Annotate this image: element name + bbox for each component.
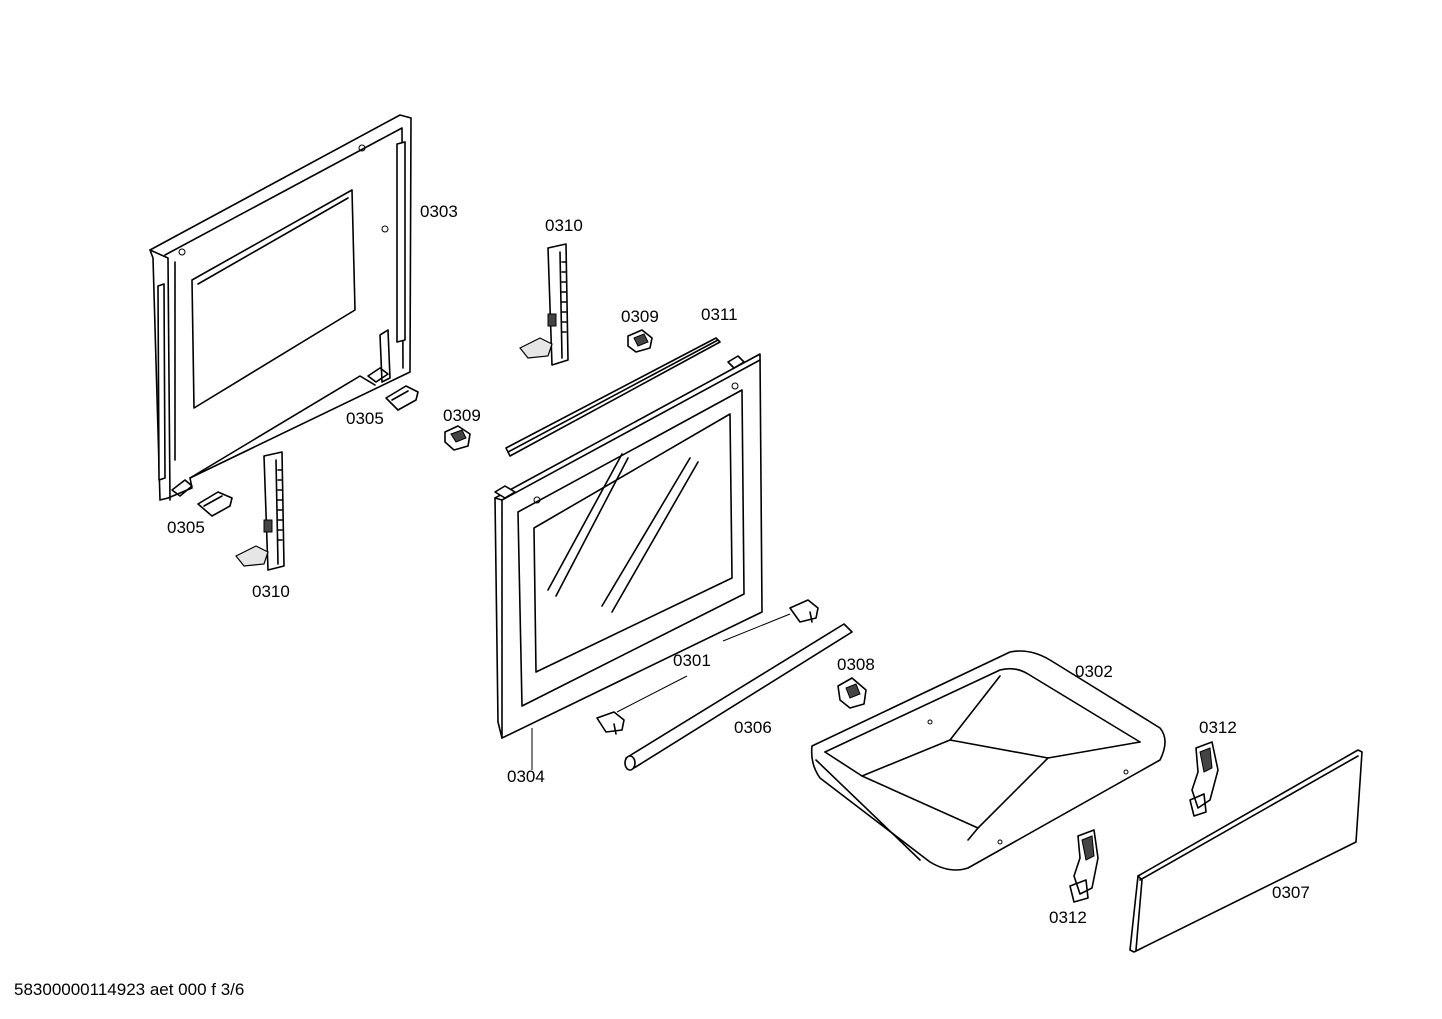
callout-0306: 0306 [734, 718, 772, 737]
part-0310-hinge-bottom [235, 451, 285, 571]
callout-0305-top: 0305 [346, 409, 384, 428]
callout-0312-bottom: 0312 [1049, 908, 1087, 927]
callout-0310-top: 0310 [545, 216, 583, 235]
callout-0307: 0307 [1272, 883, 1310, 902]
callout-0301: 0301 [673, 651, 711, 670]
part-0305-clip-top [385, 385, 419, 411]
leader-0301-right [722, 613, 791, 642]
part-0304-outer-door [494, 353, 763, 770]
callout-0303: 0303 [420, 202, 458, 221]
callout-0304: 0304 [507, 767, 545, 786]
part-0305-clip-bottom [197, 491, 233, 517]
callout-0302: 0302 [1075, 662, 1113, 681]
leader-0301-left [616, 675, 688, 713]
part-0302-drawer-tray [810, 650, 1166, 871]
callout-0311: 0311 [701, 305, 738, 324]
part-0309-clip-top [627, 329, 653, 353]
part-0312-hinge-right [1189, 741, 1219, 817]
callout-0305-bottom: 0305 [167, 518, 205, 537]
document-id-footer: 58300000114923 aet 000 f 3/6 [14, 980, 245, 999]
callout-0308: 0308 [837, 655, 875, 674]
callout-0309-mid: 0309 [443, 406, 481, 425]
part-0301-bracket-right [789, 599, 819, 623]
part-0311-seal-strip [505, 337, 721, 457]
callout-0310-bottom: 0310 [252, 582, 290, 601]
part-0309-clip-mid [444, 425, 471, 451]
part-0306-handle-bar [624, 623, 853, 771]
part-0312-hinge-bottom [1069, 829, 1099, 903]
part-0308-bracket [837, 677, 867, 709]
callout-0309-top: 0309 [621, 307, 659, 326]
part-0301-bracket-left [596, 711, 625, 735]
part-0303-inner-door-frame [149, 114, 412, 501]
part-0307-drawer-front [1129, 749, 1363, 953]
part-0310-hinge-top [519, 243, 569, 366]
callout-0312-right: 0312 [1199, 718, 1237, 737]
